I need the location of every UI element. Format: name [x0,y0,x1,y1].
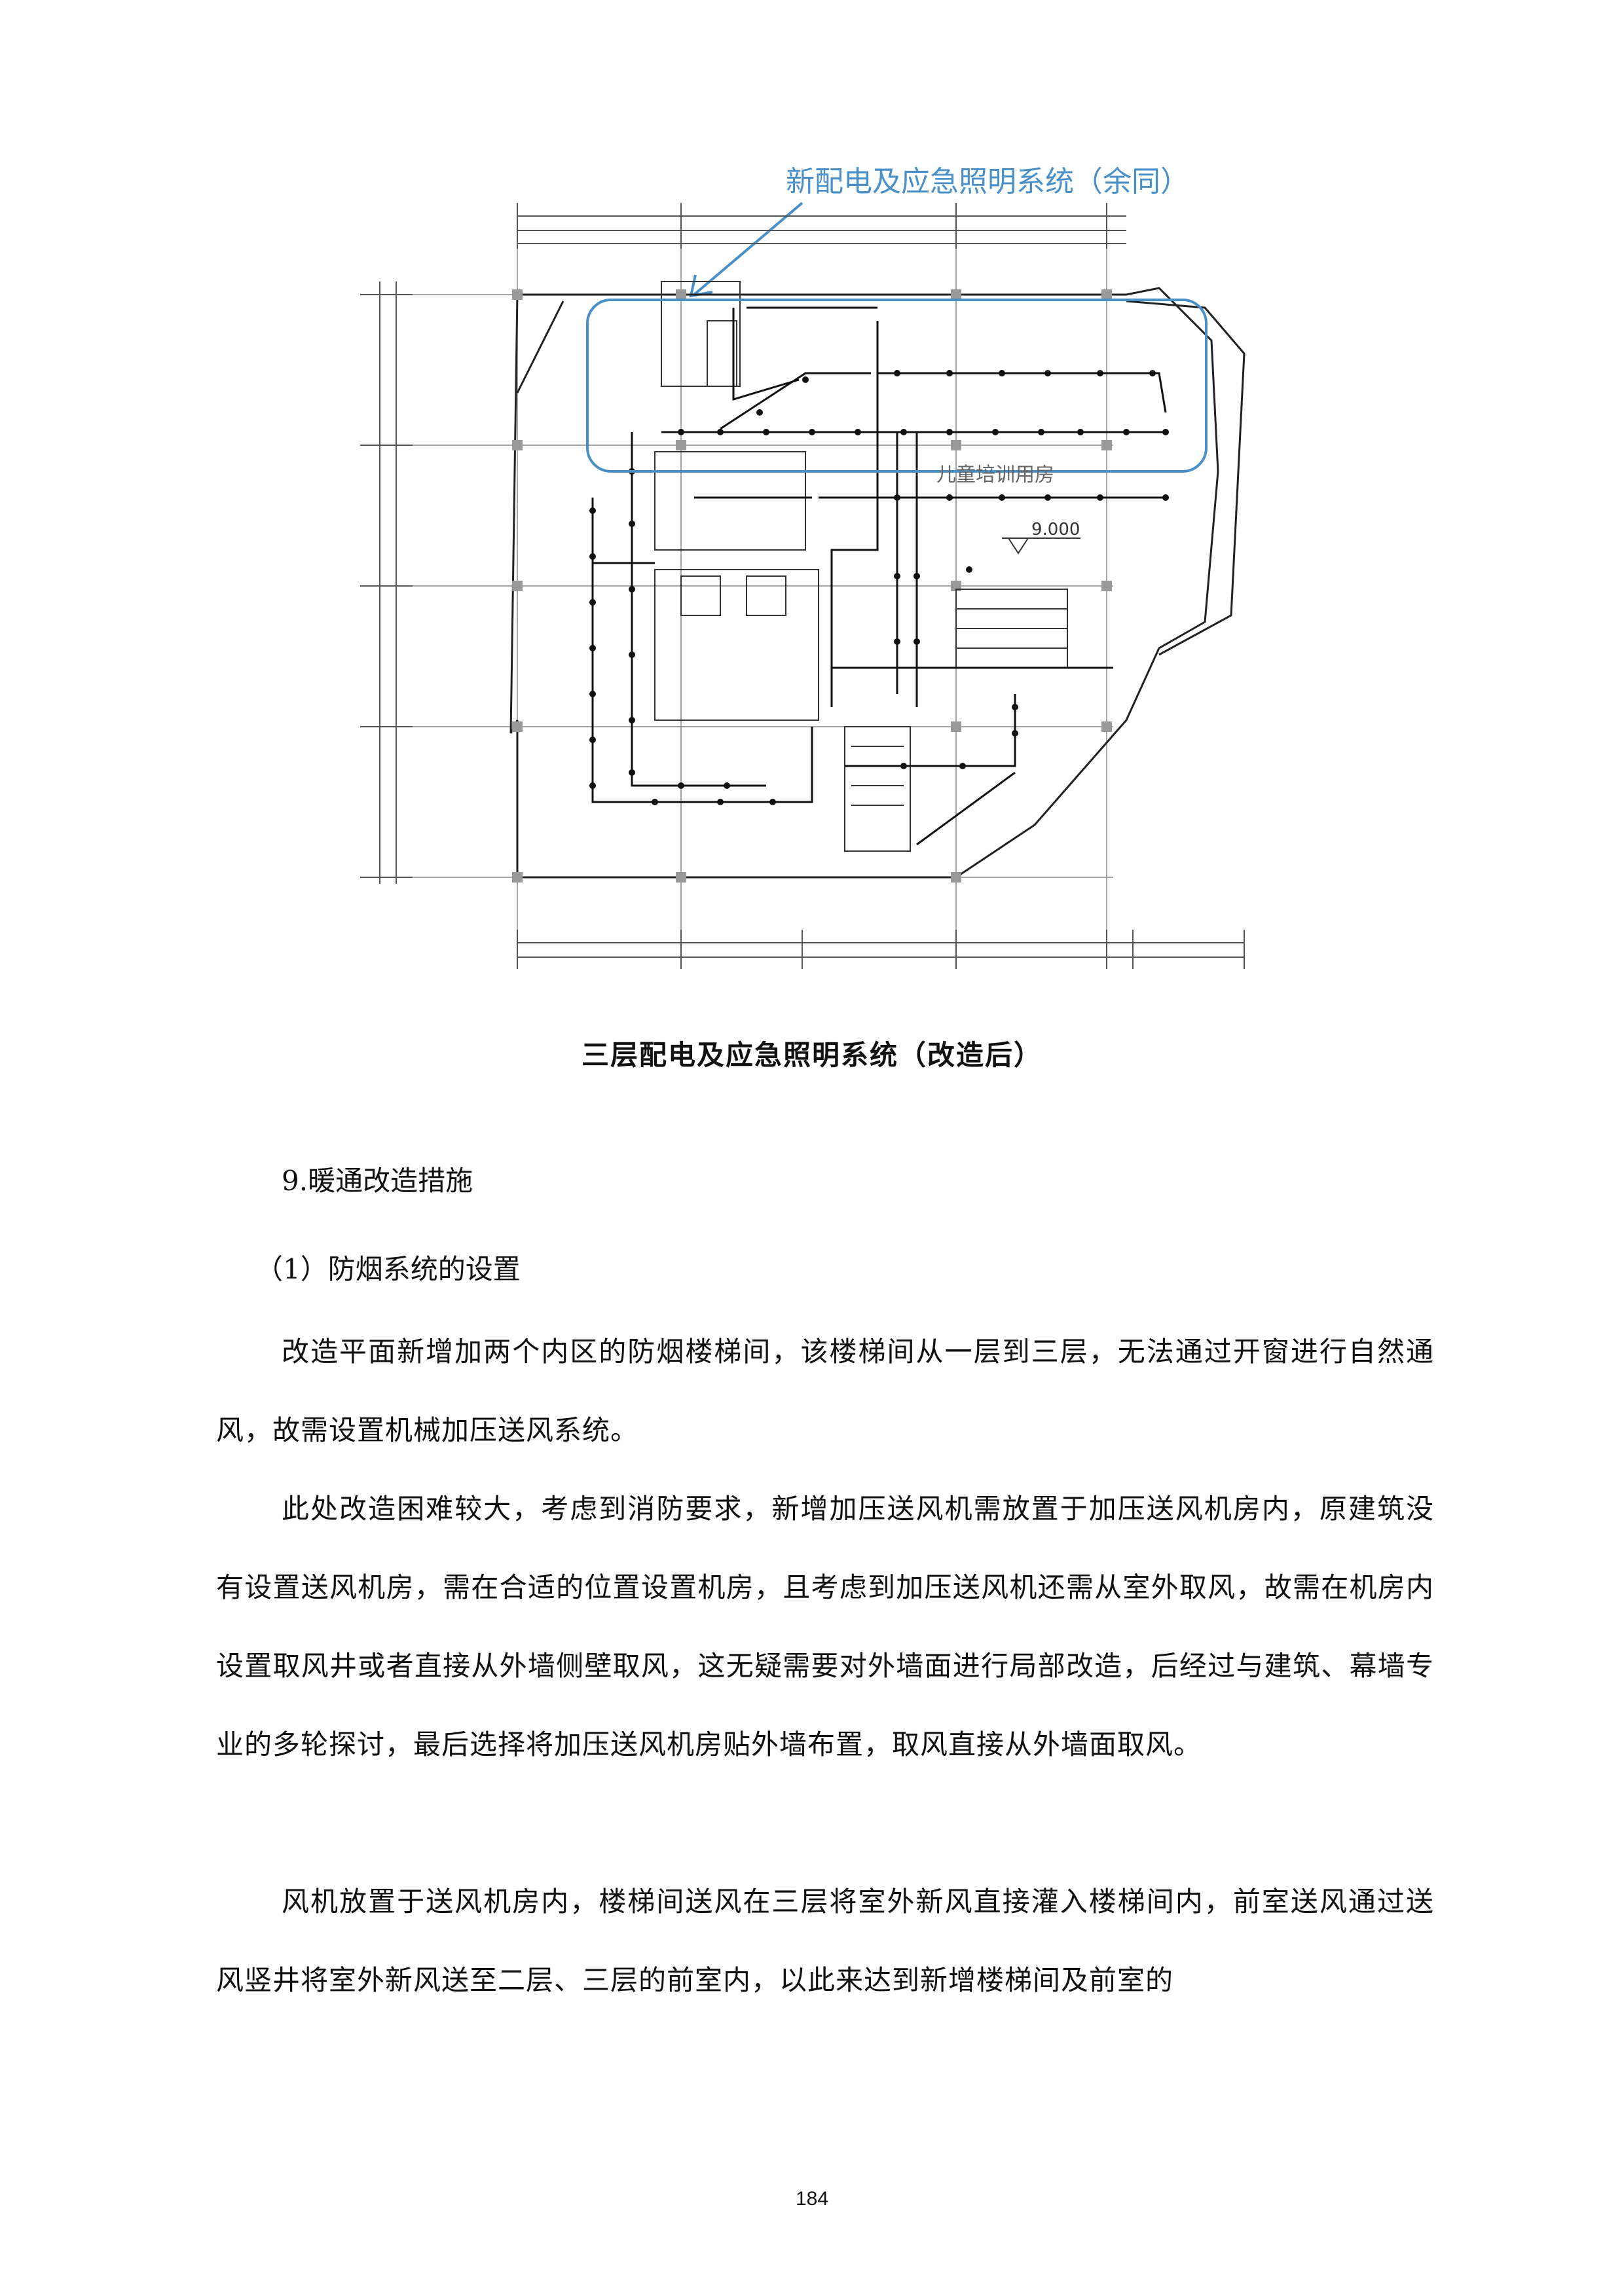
dimension-lines-left [360,282,413,884]
section-heading: 9.暖通改造措施 [282,1165,473,1197]
annotation-label: 新配电及应急照明系统（余同） [786,165,1189,198]
elevation-label: 9.000 [1031,520,1080,539]
figure-caption: 三层配电及应急照明系统（改造后） [581,1039,1043,1071]
elevation-marker [1002,538,1080,555]
electrical-wiring [591,306,1167,846]
paragraph-1: 改造平面新增加两个内区的防烟楼梯间，该楼梯间从一层到三层，无法通过开窗进行自然通… [216,1336,1434,1446]
structural-columns [512,289,1112,883]
page-number: 184 [795,2188,829,2210]
dimension-lines-bottom [517,930,1245,969]
highlight-box [586,299,1208,473]
paragraph-3: 风机放置于送风机房内，楼梯间送风在三层将室外新风直接灌入楼梯间内，前室送风通过送… [216,1886,1434,1996]
dimension-lines-top [517,203,1126,249]
floor-plan-drawing: 新配电及应急照明系统（余同） [360,165,1246,969]
subsection-heading: （1）防烟系统的设置 [255,1253,521,1285]
lighting-fixtures [589,370,1169,805]
room-label: 儿童培训用房 [936,464,1054,486]
paragraph-2: 此处改造困难较大，考虑到消防要求，新增加压送风机需放置于加压送风机房内，原建筑没… [216,1493,1434,1760]
